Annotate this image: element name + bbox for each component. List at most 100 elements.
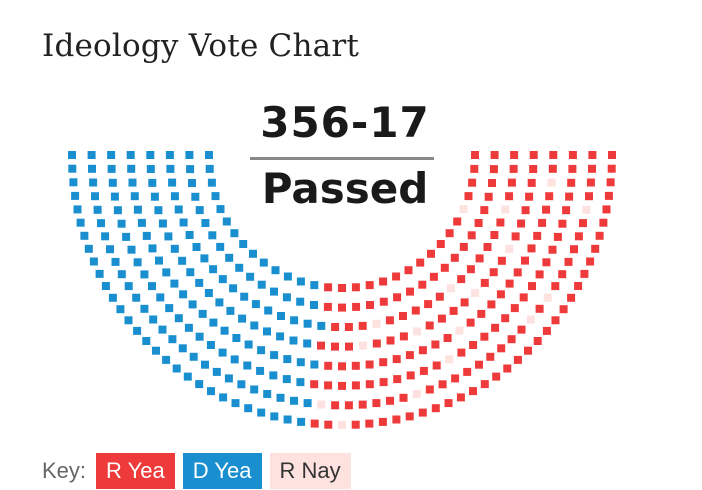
- seat-r-yea: [365, 380, 374, 389]
- seat-r-yea: [365, 281, 374, 290]
- seat-r-yea: [542, 326, 551, 335]
- seat-d-yea: [251, 300, 260, 309]
- seat-d-yea: [225, 253, 234, 262]
- seat-r-yea: [444, 399, 453, 408]
- seat-r-yea: [460, 298, 469, 307]
- seat-r-yea: [386, 336, 395, 345]
- seat-d-yea: [317, 321, 326, 330]
- seat-r-yea: [392, 415, 401, 424]
- seat-d-yea: [259, 258, 268, 267]
- seat-d-yea: [310, 281, 319, 290]
- seat-d-yea: [249, 249, 257, 258]
- seat-r-yea: [406, 371, 415, 380]
- seat-r-nay: [501, 205, 510, 214]
- seat-r-nay: [317, 400, 326, 409]
- seat-r-yea: [443, 334, 452, 342]
- seat-d-yea: [152, 346, 160, 355]
- seat-r-yea: [365, 419, 374, 428]
- seat-d-yea: [168, 335, 177, 344]
- seat-r-yea: [449, 306, 458, 315]
- seat-r-nay: [543, 293, 552, 302]
- seat-r-yea: [567, 178, 576, 187]
- seat-r-yea: [436, 240, 445, 248]
- seat-r-yea: [480, 206, 489, 215]
- seat-d-yea: [296, 378, 305, 387]
- seat-r-yea: [344, 401, 353, 410]
- seat-d-yea: [296, 277, 305, 286]
- seat-d-yea: [158, 325, 167, 334]
- seat-d-yea: [218, 275, 227, 284]
- seat-r-yea: [568, 164, 577, 173]
- seat-r-yea: [488, 179, 496, 187]
- seat-d-yea: [133, 326, 142, 335]
- legend-item-r-yea: R Yea: [96, 453, 175, 489]
- seat-r-yea: [351, 361, 360, 370]
- seat-d-yea: [204, 289, 213, 297]
- seat-r-yea: [542, 258, 551, 267]
- seat-r-yea: [574, 232, 583, 241]
- seat-r-yea: [606, 178, 615, 187]
- seat-d-yea: [297, 417, 306, 426]
- seat-d-yea: [257, 346, 266, 355]
- seat-d-yea: [184, 323, 193, 332]
- seat-r-yea: [599, 218, 608, 227]
- seat-d-yea: [219, 393, 228, 402]
- seat-r-nay: [413, 327, 421, 336]
- seat-r-yea: [538, 218, 547, 227]
- seat-r-yea: [392, 272, 401, 281]
- seat-d-yea: [183, 372, 192, 381]
- seat-d-yea: [200, 254, 209, 263]
- seat-d-yea: [296, 297, 305, 306]
- seat-r-nay: [372, 319, 381, 328]
- seat-d-yea: [137, 218, 146, 227]
- seat-r-yea: [418, 346, 427, 355]
- seat-d-yea: [290, 316, 299, 325]
- seat-r-nay: [459, 205, 468, 214]
- seat-d-yea: [122, 232, 131, 241]
- seat-r-yea: [331, 323, 340, 331]
- seat-d-yea: [93, 205, 102, 214]
- seat-r-yea: [591, 244, 600, 253]
- seat-d-yea: [216, 242, 225, 251]
- seat-d-yea: [168, 178, 177, 187]
- seat-r-yea: [586, 178, 595, 187]
- seat-r-yea: [519, 293, 528, 302]
- seat-d-yea: [195, 332, 204, 341]
- seat-r-yea: [351, 381, 360, 390]
- seat-d-yea: [148, 178, 157, 187]
- seat-d-yea: [107, 151, 116, 159]
- seat-d-yea: [238, 314, 247, 323]
- seat-d-yea: [270, 412, 279, 421]
- seat-d-yea: [211, 192, 220, 201]
- seat-d-yea: [189, 352, 198, 361]
- seat-r-yea: [568, 151, 577, 159]
- seat-r-yea: [324, 381, 333, 390]
- seat-r-nay: [412, 390, 421, 398]
- seat-d-yea: [174, 314, 183, 323]
- seat-d-yea: [277, 312, 285, 320]
- seat-d-yea: [188, 179, 196, 187]
- seat-r-yea: [338, 381, 346, 390]
- seat-d-yea: [170, 192, 179, 201]
- seat-d-yea: [164, 232, 173, 241]
- seat-d-yea: [87, 151, 96, 159]
- seat-r-yea: [553, 232, 562, 241]
- seat-r-yea: [471, 151, 479, 159]
- seat-r-yea: [365, 360, 374, 369]
- seat-r-yea: [406, 287, 414, 296]
- seat-r-yea: [475, 254, 484, 263]
- seat-d-yea: [142, 337, 151, 345]
- seat-r-yea: [393, 293, 402, 302]
- seat-r-yea: [379, 378, 388, 387]
- seat-d-yea: [113, 206, 122, 215]
- seat-d-yea: [133, 258, 142, 267]
- seat-d-yea: [95, 269, 104, 278]
- seat-r-yea: [533, 337, 542, 345]
- seat-d-yea: [239, 240, 248, 248]
- seat-r-yea: [468, 178, 477, 187]
- seat-r-yea: [457, 348, 466, 357]
- seat-r-yea: [510, 304, 519, 313]
- seat-d-yea: [209, 265, 218, 274]
- seat-r-yea: [456, 393, 465, 402]
